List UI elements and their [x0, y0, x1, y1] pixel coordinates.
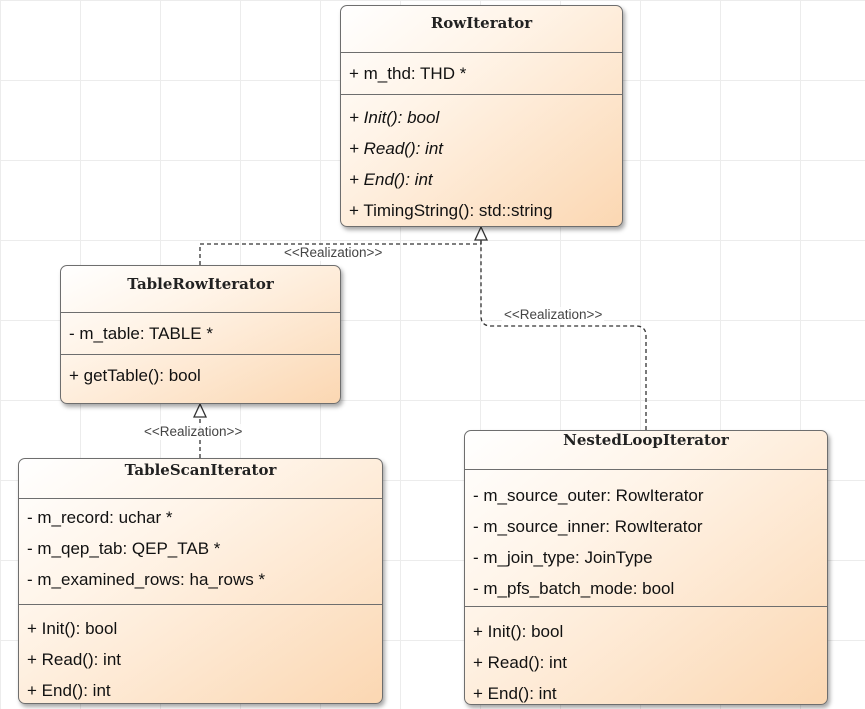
attribute-row: - m_source_inner: RowIterator	[473, 517, 703, 536]
attributes-section: - m_table: TABLE *	[61, 312, 340, 354]
operation-row: + Init(): bool	[473, 622, 564, 641]
operation-row: + End(): int	[27, 681, 111, 700]
attributes-section: + m_thd: THD *	[341, 52, 622, 94]
operation-row: + Read(): int	[473, 653, 568, 672]
attribute-row: - m_qep_tab: QEP_TAB *	[27, 539, 221, 558]
operation-row: + End(): int	[473, 684, 557, 703]
operation-row: + getTable(): bool	[69, 366, 201, 385]
operation-row: + Init(): bool	[349, 108, 440, 127]
realization-label-table-scan-to-table-row: <<Realization>>	[142, 424, 245, 440]
attribute-row: - m_join_type: JoinType	[473, 548, 653, 567]
operation-row: + Read(): int	[349, 139, 444, 158]
class-nested-loop-iterator[interactable]: NestedLoopIterator - m_source_outer: Row…	[464, 430, 828, 705]
class-name: TableRowIterator	[127, 275, 274, 293]
attribute-row: - m_table: TABLE *	[69, 324, 213, 343]
realization-arrowhead-table-row	[192, 402, 208, 418]
attribute-row: - m_pfs_batch_mode: bool	[473, 579, 675, 598]
operations-section: + Init(): bool + Read(): int + End(): in…	[19, 604, 382, 703]
attributes-section: - m_record: uchar * - m_qep_tab: QEP_TAB…	[19, 498, 382, 604]
class-table-scan-iterator[interactable]: TableScanIterator - m_record: uchar * - …	[18, 458, 383, 704]
realization-label-table-row-to-row: <<Realization>>	[282, 245, 385, 261]
operations-section: + Init(): bool + Read(): int + End(): in…	[465, 606, 827, 704]
operation-row: + Read(): int	[27, 650, 122, 669]
attribute-row: - m_source_outer: RowIterator	[473, 486, 704, 505]
operation-row: + End(): int	[349, 170, 433, 189]
class-table-row-iterator[interactable]: TableRowIterator - m_table: TABLE * + ge…	[60, 265, 341, 404]
class-name: TableScanIterator	[124, 461, 277, 479]
attribute-row: - m_record: uchar *	[27, 508, 173, 527]
operation-row: + Init(): bool	[27, 619, 118, 638]
attributes-section: - m_source_outer: RowIterator - m_source…	[465, 469, 827, 606]
realization-label-nested-loop-to-row: <<Realization>>	[502, 307, 605, 323]
class-name: NestedLoopIterator	[563, 431, 729, 449]
realization-arrowhead-row	[473, 225, 489, 241]
operations-section: + Init(): bool + Read(): int + End(): in…	[341, 94, 622, 226]
class-name: RowIterator	[430, 14, 533, 32]
class-row-iterator[interactable]: RowIterator + m_thd: THD * + Init(): boo…	[340, 5, 623, 227]
operations-section: + getTable(): bool	[61, 354, 340, 392]
operation-row: + TimingString(): std::string	[349, 201, 553, 220]
attribute-row: + m_thd: THD *	[349, 64, 467, 83]
realization-connector-nested-loop-to-row[interactable]	[480, 240, 647, 430]
attribute-row: - m_examined_rows: ha_rows *	[27, 570, 266, 589]
